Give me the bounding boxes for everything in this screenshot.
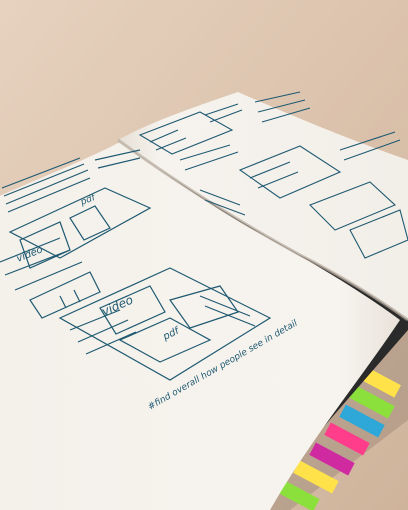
left-page-sketches [0, 149, 272, 381]
right-page-sketches [138, 91, 408, 259]
flag-pink [324, 422, 370, 456]
wireframe-box [8, 187, 152, 259]
right-page [118, 92, 408, 320]
flag-yellow [293, 460, 339, 494]
flag-yellow [359, 366, 401, 398]
flag-blue [339, 404, 385, 438]
flag-green [349, 385, 395, 419]
flag-green [274, 478, 320, 510]
spine [117, 138, 408, 322]
left-page [0, 142, 400, 510]
wireframe-box [58, 267, 272, 381]
flag-magenta [309, 442, 355, 476]
